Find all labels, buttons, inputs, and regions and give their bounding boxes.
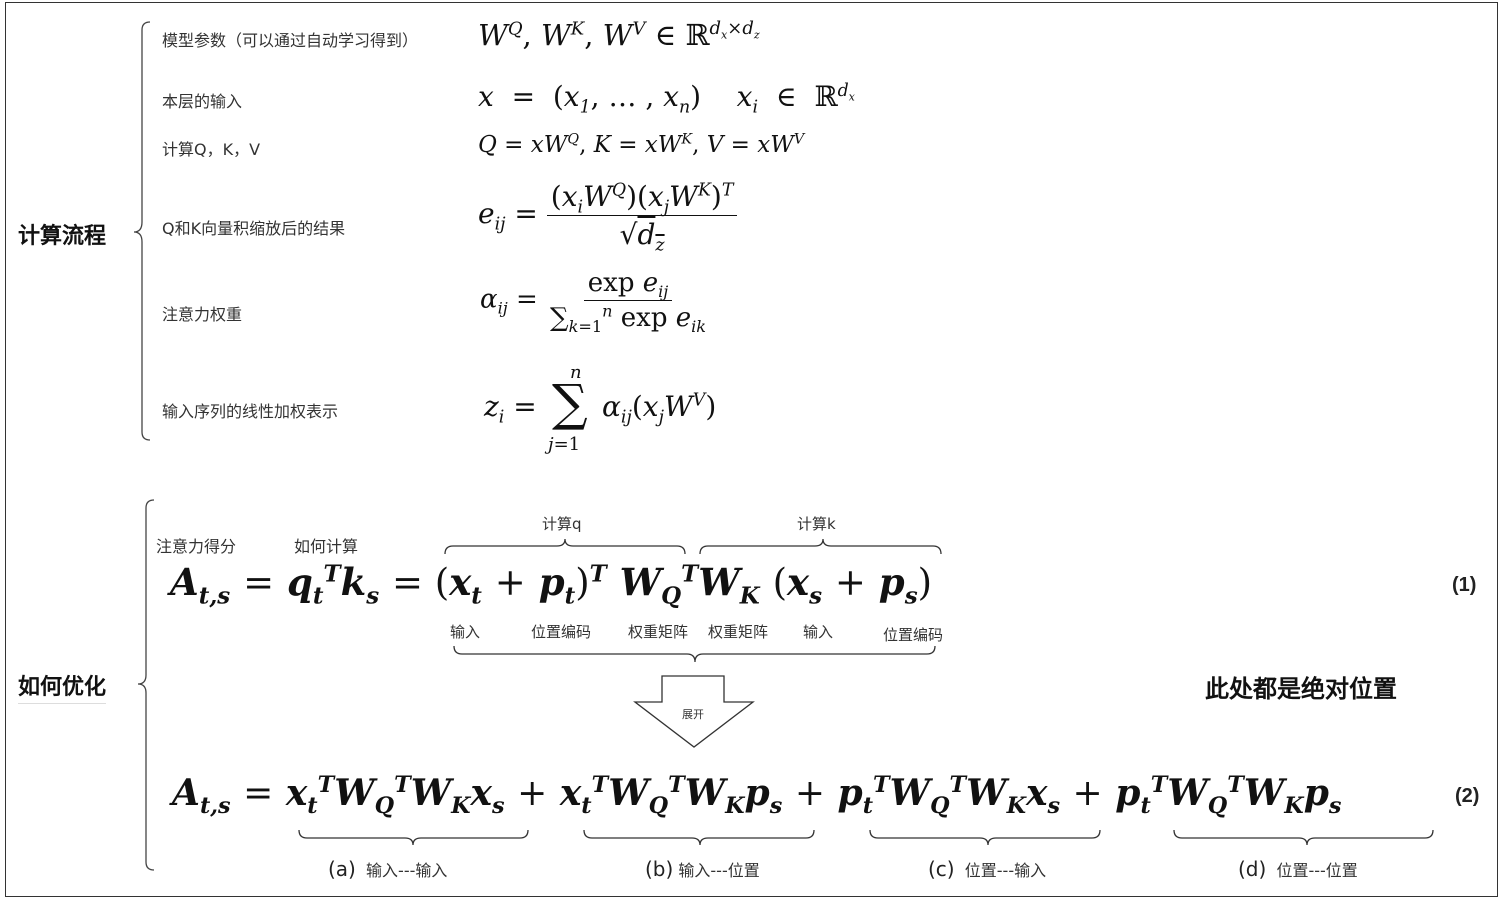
term-b: (b) 输入---位置 [645, 857, 760, 881]
formula-layer-input: x = (x1, … , xn) xi ∈ ℝdx [478, 80, 855, 118]
section1-brace [133, 21, 151, 441]
formula-weighted-sum: zi = n ∑ j=1 αij(xjWV) [484, 362, 717, 455]
term-d-tag: (d) [1238, 857, 1267, 881]
term-d: (d) 位置---位置 [1238, 857, 1358, 881]
eq2-braces [298, 829, 1434, 846]
expand-arrow-icon [633, 675, 755, 748]
label-model-params: 模型参数（可以通过自动学习得到） [162, 31, 419, 50]
equation-2-number: (2) [1455, 785, 1480, 807]
term-d-label: 位置---位置 [1276, 861, 1358, 880]
label-scaled-product: Q和K向量积缩放后的结果 [162, 219, 346, 238]
label-weight-2: 权重矩阵 [708, 623, 769, 641]
equation-1-number: (1) [1452, 574, 1477, 596]
label-posenc-2: 位置编码 [883, 626, 944, 644]
label-attention-score: 注意力得分 [156, 537, 237, 556]
label-calc-k: 计算k [797, 515, 836, 533]
term-c: (c) 位置---输入 [928, 857, 1046, 881]
term-b-label: 输入---位置 [678, 861, 760, 880]
formula-compute-qkv: Q = xWQ, K = xWK, V = xWV [478, 131, 805, 158]
equation-2: At,s = xtTWQTWKxs + xtTWQTWKps + ptTWQTW… [172, 772, 1342, 820]
label-posenc-1: 位置编码 [531, 623, 592, 641]
term-a-tag: (a) [328, 857, 356, 881]
section-title-optimize: 如何优化 [18, 669, 107, 704]
term-c-tag: (c) [928, 857, 955, 881]
term-c-label: 位置---输入 [964, 861, 1047, 880]
note-absolute-position: 此处都是绝对位置 [1205, 675, 1397, 703]
label-expand: 展开 [682, 708, 704, 721]
section2-brace [137, 499, 155, 871]
formula-attention-weight: αij = exp eij∑k=1n exp eik [480, 268, 707, 337]
eq1-braces [444, 538, 942, 663]
term-a-label: 输入---输入 [366, 861, 448, 880]
label-how-compute: 如何计算 [294, 537, 359, 556]
label-input-1: 输入 [450, 623, 481, 641]
formula-model-params: WQ, WK, WV ∈ ℝdx×dz [478, 18, 760, 52]
label-layer-input: 本层的输入 [162, 92, 243, 111]
formula-scaled-product: eij = (xiWQ)(xjWK)T√dz [478, 180, 738, 254]
label-attention-weight: 注意力权重 [162, 305, 243, 324]
section-title-compute-flow: 计算流程 [18, 224, 107, 249]
outer-frame [5, 2, 1498, 897]
label-weight-1: 权重矩阵 [628, 623, 689, 641]
term-a: (a) 输入---输入 [328, 857, 447, 881]
label-weighted-sum: 输入序列的线性加权表示 [162, 402, 339, 421]
term-b-tag: (b) [645, 857, 674, 881]
label-calc-q: 计算q [542, 515, 582, 533]
equation-1: At,s = qtTks = (xt + pt)T WQTWK (xs + ps… [170, 560, 933, 610]
label-input-2: 输入 [803, 623, 834, 641]
label-compute-qkv: 计算Q，K，V [162, 140, 261, 159]
